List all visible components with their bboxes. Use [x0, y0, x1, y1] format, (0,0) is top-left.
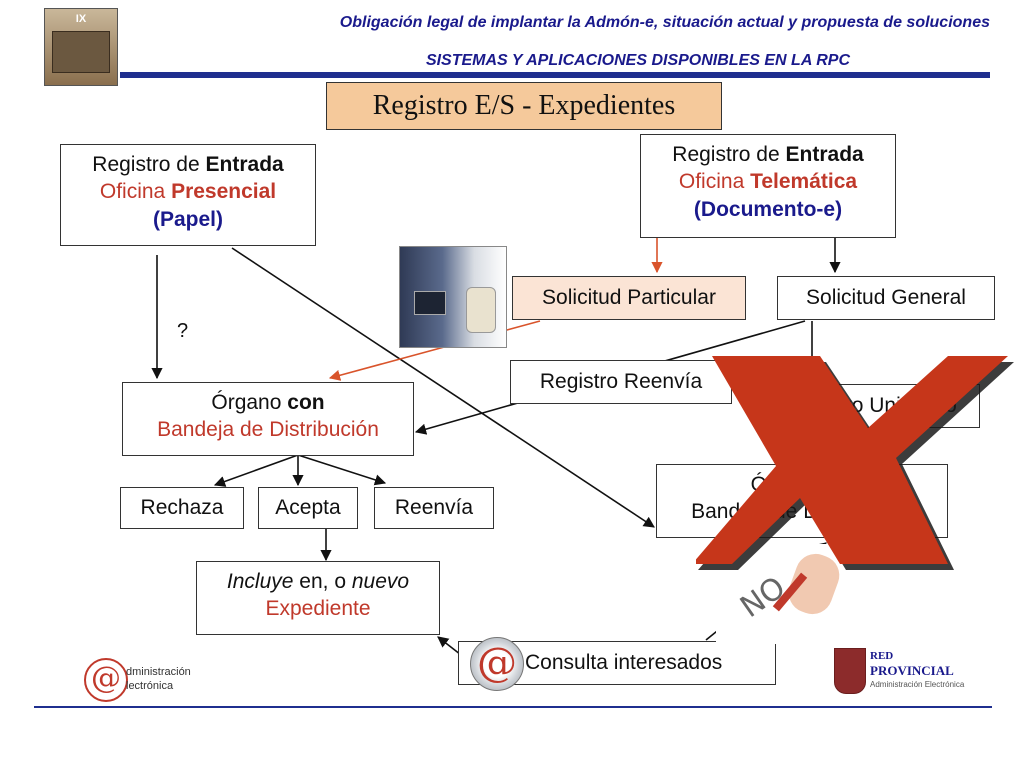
box-text-bold: (Documento-e)	[693, 197, 843, 221]
logo-text: PROVINCIAL	[870, 663, 954, 678]
box-text: Órgano	[211, 391, 288, 414]
registro-reenvia-box: Registro Reenvía	[510, 360, 732, 404]
box-text: Oficina	[99, 180, 172, 204]
logo-text: RED	[870, 650, 894, 662]
box-text: Consulta interesados	[525, 651, 723, 674]
box-text-bold: Entrada	[205, 153, 284, 176]
incluye-expediente-box: Incluye en, o nuevo Expediente	[196, 561, 440, 635]
box-text: Expediente	[265, 597, 371, 621]
header-rule	[120, 72, 990, 78]
box-text-bold: Presencial	[171, 180, 277, 204]
logo-text: dministración	[126, 666, 191, 678]
slide-title: Registro E/S - Expedientes	[326, 82, 722, 130]
server-rack-image	[399, 246, 507, 348]
cross-mark-icon	[696, 356, 1014, 570]
solicitud-general-box: Solicitud General	[777, 276, 995, 320]
reenvia-box: Reenvía	[374, 487, 494, 529]
cover-label: IX	[75, 13, 87, 25]
at-sign-icon: @	[470, 637, 524, 691]
red-provincial-logo: RED PROVINCIAL Administración Electrónic…	[834, 648, 994, 700]
box-text-bold: (Papel)	[152, 207, 223, 231]
box-text-italic: Incluye	[226, 570, 294, 593]
registro-entrada-presencial-box: Registro de Entrada Oficina Presencial (…	[60, 144, 316, 246]
footer-rule	[34, 706, 992, 708]
box-text: Bandeja de Distribución	[157, 418, 379, 442]
box-text: Oficina	[678, 170, 751, 194]
rechaza-box: Rechaza	[120, 487, 244, 529]
box-text: en, o	[293, 570, 352, 593]
administracion-electronica-logo: @ dministración lectrónica	[84, 656, 214, 704]
box-text: Registro de	[92, 153, 206, 176]
logo-text: lectrónica	[126, 680, 174, 692]
solicitud-particular-box: Solicitud Particular	[512, 276, 746, 320]
box-text-bold: Telemática	[750, 170, 858, 194]
box-text-bold: con	[287, 391, 325, 414]
box-text: Registro de	[672, 143, 786, 166]
box-text-bold: Entrada	[785, 143, 864, 166]
logo-text: Administración Electrónica	[870, 680, 965, 689]
box-text-italic: nuevo	[351, 570, 410, 593]
question-mark: ?	[177, 320, 189, 342]
book-cover-image: IX	[44, 8, 118, 86]
header-title: Obligación legal de implantar la Admón-e…	[339, 14, 990, 31]
organo-con-bandeja-box: Órgano con Bandeja de Distribución	[122, 382, 414, 456]
acepta-box: Acepta	[258, 487, 358, 529]
registro-entrada-telematica-box: Registro de Entrada Oficina Telemática (…	[640, 134, 896, 238]
header-subtitle: SISTEMAS Y APLICACIONES DISPONIBLES EN L…	[425, 52, 850, 69]
